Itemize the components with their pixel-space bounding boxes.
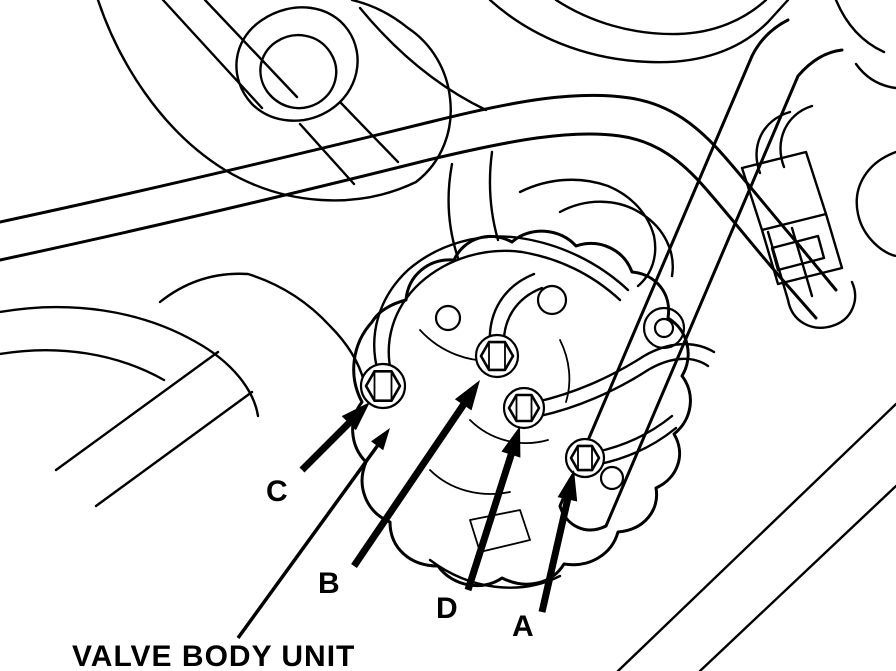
fitting-c-nut [364, 369, 402, 403]
label-a: A [512, 610, 534, 643]
driveshaft-boot-linework [96, 0, 488, 202]
arrowhead-b [454, 380, 480, 411]
lower-right-linework [428, 402, 896, 671]
bolt-boss [536, 284, 568, 316]
fitting-b-nut [479, 340, 515, 372]
tube-fitting-a [564, 437, 606, 479]
valve-body-unit-label: VALVE BODY UNIT [72, 640, 355, 671]
rod-boss-ring-inner [653, 317, 675, 339]
tube-fitting-c [359, 362, 407, 410]
valve-body-detail-lines [419, 329, 571, 553]
callout-arrow-b [351, 380, 480, 568]
arrowhead-d [501, 426, 521, 458]
label-b: B [318, 567, 340, 600]
callout-arrow-a [538, 470, 578, 613]
label-c: C [266, 475, 288, 508]
valve-body-leader-arrow [236, 428, 390, 640]
bolt-boss [434, 304, 462, 332]
valve-body-outline [351, 229, 692, 588]
arrowhead-valve-body [371, 428, 390, 451]
main-hose-linework [0, 93, 838, 320]
center-bracket-linework [447, 150, 674, 288]
bolt-boss [599, 465, 625, 491]
label-d: D [436, 592, 458, 625]
upper-hose-linework [488, 0, 790, 64]
fitting-a-nut [569, 444, 601, 472]
arrowhead-a [557, 470, 578, 502]
tube-fitting-b [474, 333, 520, 379]
fitting-d-nut [507, 393, 541, 423]
transmission-case-linework [0, 272, 368, 508]
arrowhead-c [341, 402, 370, 431]
right-bracket-linework [642, 0, 896, 350]
callout-arrow-c [299, 402, 370, 473]
tube-fitting-d [502, 386, 546, 430]
callout-arrow-d [464, 426, 521, 592]
valve-body-casting [351, 229, 692, 588]
hydraulic-tubes-linework [373, 235, 716, 466]
